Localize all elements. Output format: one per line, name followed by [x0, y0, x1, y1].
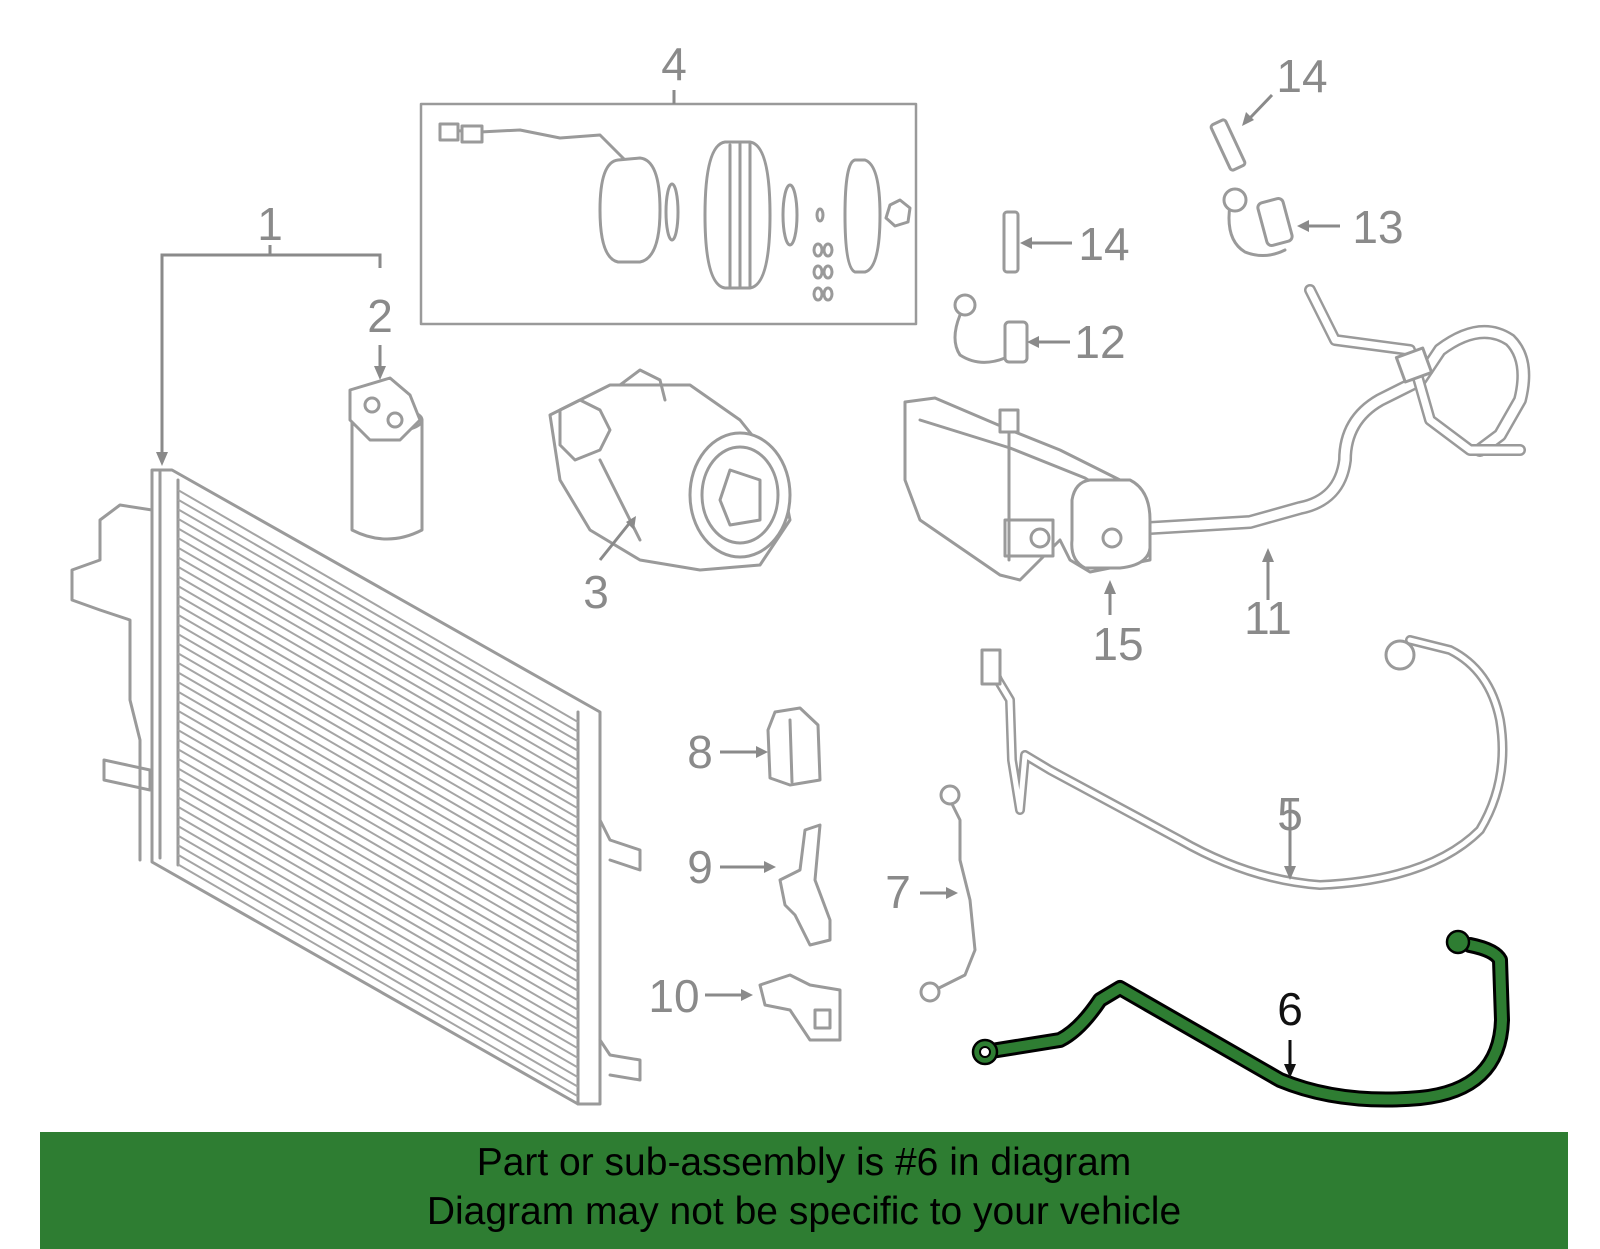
part-14-valve-core-lower[interactable] [1002, 210, 1020, 274]
part-9-bracket[interactable] [778, 823, 832, 947]
condenser-fin [177, 853, 579, 1088]
condenser-fin [177, 633, 579, 867]
condenser-fin [177, 729, 579, 963]
callout-6[interactable]: 6 [1277, 983, 1303, 1035]
condenser-fin [177, 527, 579, 762]
condenser-fin [177, 681, 579, 915]
condenser-fin [177, 537, 579, 771]
condenser-fin [177, 652, 579, 887]
part-10-clip[interactable] [758, 973, 842, 1042]
callout-10[interactable]: 10 [648, 970, 699, 1022]
condenser-fin [177, 508, 579, 743]
condenser-fin [177, 834, 579, 1069]
condenser-fin [177, 585, 579, 819]
callout-2[interactable]: 2 [367, 290, 393, 342]
callout-5[interactable]: 5 [1277, 788, 1303, 840]
part-6-hose-highlighted[interactable] [971, 929, 1510, 1108]
condenser-fin [177, 738, 579, 973]
condenser-fin [177, 546, 579, 781]
condenser-fin [177, 489, 579, 723]
info-banner: Part or sub-assembly is #6 in diagram Di… [40, 1132, 1568, 1249]
condenser-fin [177, 796, 579, 1031]
condenser-fin [177, 700, 579, 935]
part-15-expansion-valve[interactable] [903, 396, 1152, 582]
condenser-fin [177, 767, 579, 1002]
condenser-fin [177, 594, 579, 829]
part-2-receiver-drier[interactable] [348, 376, 424, 541]
condenser-fin [177, 556, 579, 791]
condenser-fin [177, 498, 579, 733]
condenser-fin [177, 575, 579, 810]
callout-15[interactable]: 15 [1092, 618, 1143, 670]
condenser-fin [177, 613, 579, 848]
callout-14-upper[interactable]: 14 [1276, 50, 1327, 102]
condenser-fin [177, 517, 579, 752]
part-12-switch[interactable] [953, 293, 1029, 364]
condenser-fin [177, 661, 579, 896]
condenser-fin [177, 844, 579, 1079]
callout-14-lower[interactable]: 14 [1078, 218, 1129, 270]
part-4-clutch-kit[interactable] [419, 102, 918, 326]
banner-line-2: Diagram may not be specific to your vehi… [426, 1190, 1182, 1233]
part-14-valve-core-upper[interactable] [1209, 118, 1247, 172]
callout-12[interactable]: 12 [1074, 316, 1125, 368]
part-8-bracket[interactable] [766, 706, 822, 787]
banner-line-1: Part or sub-assembly is #6 in diagram [476, 1141, 1132, 1184]
callout-3[interactable]: 3 [583, 566, 609, 618]
condenser-fin [177, 642, 579, 877]
leader-lines [156, 90, 1340, 1078]
callout-4[interactable]: 4 [661, 38, 687, 90]
condenser-fin [177, 690, 579, 925]
part-13-switch[interactable] [1222, 187, 1294, 257]
condenser-fin [177, 777, 579, 1011]
condenser-fin [177, 825, 579, 1059]
callout-11[interactable]: 11 [1244, 592, 1292, 644]
condenser-fin [177, 719, 579, 954]
condenser-fin [177, 815, 579, 1050]
callout-9[interactable]: 9 [687, 841, 713, 893]
callout-8[interactable]: 8 [687, 726, 713, 778]
condenser-fin [177, 671, 579, 906]
part-3-compressor[interactable] [548, 368, 792, 572]
condenser-fin [177, 757, 579, 992]
condenser-fin [177, 565, 579, 800]
condenser-fin [177, 786, 579, 1021]
condenser-fin [177, 748, 579, 983]
callout-13[interactable]: 13 [1352, 201, 1403, 253]
condenser-fin [177, 805, 579, 1040]
condenser-fin [177, 604, 579, 839]
callout-7[interactable]: 7 [885, 866, 911, 918]
part-1-condenser[interactable] [70, 468, 642, 1106]
part-5-hose[interactable] [980, 635, 1508, 890]
part-7-sensor[interactable] [919, 784, 977, 1003]
condenser-fin [177, 863, 579, 1098]
callout-1[interactable]: 1 [257, 198, 283, 250]
part-11-hose[interactable] [1143, 284, 1531, 535]
condenser-fin [177, 623, 579, 858]
condenser-fin [177, 709, 579, 944]
callout-labels: 1 2 3 4 5 6 7 8 9 10 11 12 13 14 14 15 [257, 38, 1403, 1035]
